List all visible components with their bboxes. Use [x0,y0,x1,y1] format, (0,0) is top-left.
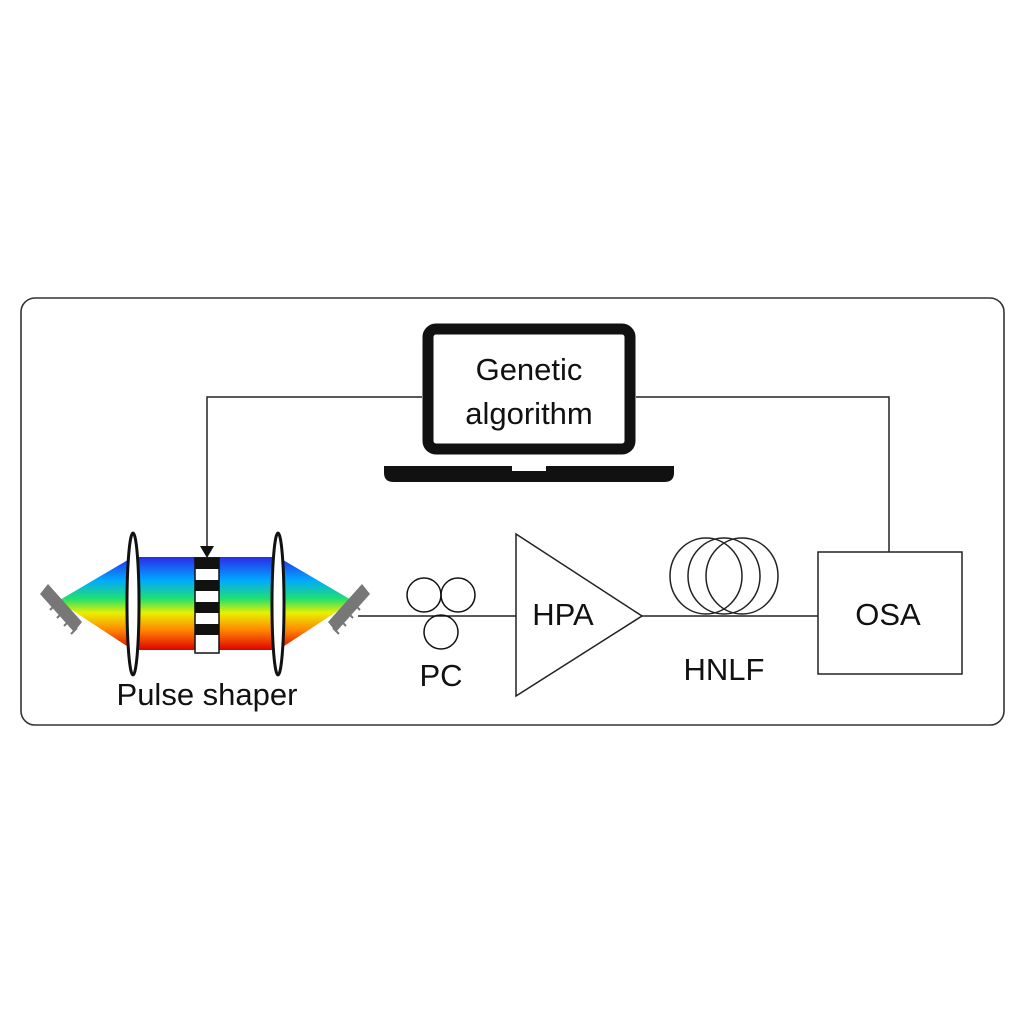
feedback-line-from-osa [636,396,890,552]
fiber-spool-icon [669,537,779,615]
feedback-lines [206,396,890,552]
laptop-text-line1: Genetic [476,352,583,387]
polarization-controller-icon [406,577,476,650]
osa-label: OSA [855,597,921,632]
feedback-line-to-shaper [206,396,422,548]
hpa-label: HPA [532,597,594,632]
grating-left-icon [40,584,82,635]
laptop-text-line2: algorithm [465,396,593,431]
laptop-icon: Genetic algorithm [384,323,674,482]
hnlf-label: HNLF [684,652,765,687]
spectrum-fan-right [278,557,353,650]
spectrum-fan-left [58,557,133,650]
amplifier-icon [515,532,644,698]
laptop-screen [422,323,636,455]
pulse-shaper-label: Pulse shaper [117,677,298,712]
osa-box [817,551,963,675]
arrow-head-icon [200,546,214,558]
grating-right-icon [328,584,370,635]
laptop-base [384,466,674,482]
pc-label: PC [419,658,462,693]
pulse-shaper: Pulse shaper [40,531,370,712]
laptop-hinge [512,465,546,471]
lens-right-icon [270,531,286,677]
lens-left-icon [125,531,141,677]
slm-mask-icon [194,557,220,654]
